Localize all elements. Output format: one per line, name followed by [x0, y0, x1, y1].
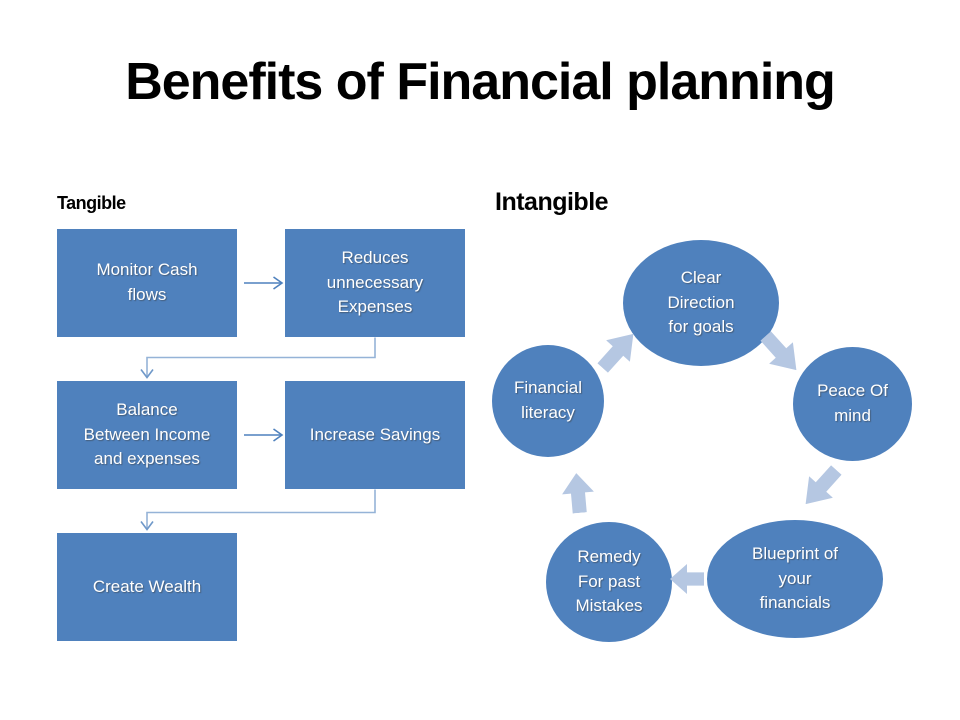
- right-arrow-icon: [244, 276, 284, 290]
- elbow-connector-down-icon: [140, 337, 376, 379]
- cycle-node-label: Blueprint of your financials: [752, 544, 838, 613]
- cycle-node-label: Peace Of mind: [817, 381, 888, 425]
- flow-box-increase-savings: Increase Savings: [285, 381, 465, 489]
- elbow-connector-down-icon: [140, 489, 376, 531]
- cycle-node-peace-of-mind: Peace Of mind: [793, 347, 912, 461]
- cycle-node-label: Clear Direction for goals: [667, 268, 735, 337]
- intangible-heading: Intangible: [495, 188, 609, 216]
- flow-box-label: Reduces unnecessary Expenses: [326, 248, 424, 317]
- flow-box-monitor-cash-flows: Monitor Cash flows: [57, 229, 237, 337]
- cycle-node-label: Remedy For past Mistakes: [575, 547, 643, 616]
- flow-box-label: Balance Between Income and expenses: [83, 400, 211, 469]
- cycle-node-clear-direction: Clear Direction for goals: [623, 240, 779, 366]
- cycle-arrow-left-icon: [670, 564, 704, 594]
- right-arrow-icon: [244, 428, 284, 442]
- flow-box-balance-income-expenses: Balance Between Income and expenses: [57, 381, 237, 489]
- tangible-heading: Tangible: [57, 193, 126, 213]
- flow-box-create-wealth: Create Wealth: [57, 533, 237, 641]
- page-title: Benefits of Financial planning: [125, 53, 836, 111]
- cycle-node-remedy-mistakes: Remedy For past Mistakes: [546, 522, 672, 642]
- flow-box-label: Increase Savings: [309, 424, 441, 444]
- cycle-node-blueprint-financials: Blueprint of your financials: [707, 520, 883, 638]
- flow-box-label: Monitor Cash flows: [96, 260, 198, 304]
- cycle-arrow-down-left-icon: [794, 459, 849, 515]
- flow-box-label: Create Wealth: [92, 576, 202, 596]
- flow-box-reduces-unnecessary-expenses: Reduces unnecessary Expenses: [285, 229, 465, 337]
- cycle-arrow-up-icon: [560, 472, 595, 515]
- cycle-node-label: Financial literacy: [513, 378, 583, 422]
- cycle-node-financial-literacy: Financial literacy: [492, 345, 604, 457]
